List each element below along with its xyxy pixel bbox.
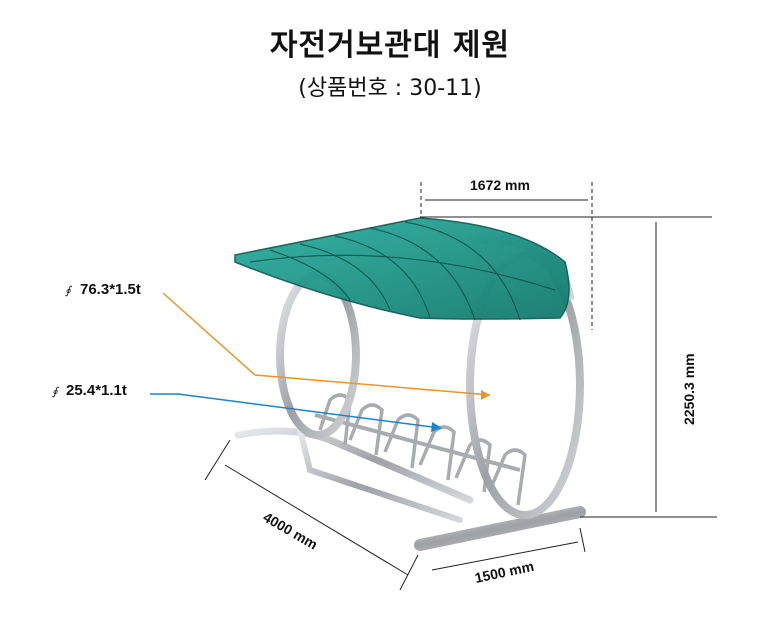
- base-frame: [234, 417, 586, 551]
- canopy: [234, 217, 570, 321]
- arrow-head-icon: [431, 422, 442, 432]
- dimension-lines: [204, 182, 717, 591]
- height-label: 2250.3 mm: [681, 353, 697, 425]
- pipe-symbol: ∮: [65, 285, 72, 297]
- leader-line-25: [150, 393, 441, 429]
- page-title: 자전거보관대 제원: [269, 28, 511, 63]
- spec-label-25: 25.4*1.1t: [66, 382, 127, 399]
- canopy-width-label: 1672 mm: [470, 177, 530, 193]
- arrow-head-icon: [481, 390, 490, 400]
- leader-line-76: [162, 292, 491, 396]
- length-label: 4000 mm: [261, 509, 321, 553]
- product-number: (상품번호 : 30-11): [298, 76, 482, 101]
- depth-label: 1500 mm: [473, 558, 535, 586]
- pipe-symbol: ∮: [52, 386, 59, 398]
- spec-label-76: 76.3*1.5t: [80, 281, 141, 298]
- bike-racks: [314, 393, 527, 506]
